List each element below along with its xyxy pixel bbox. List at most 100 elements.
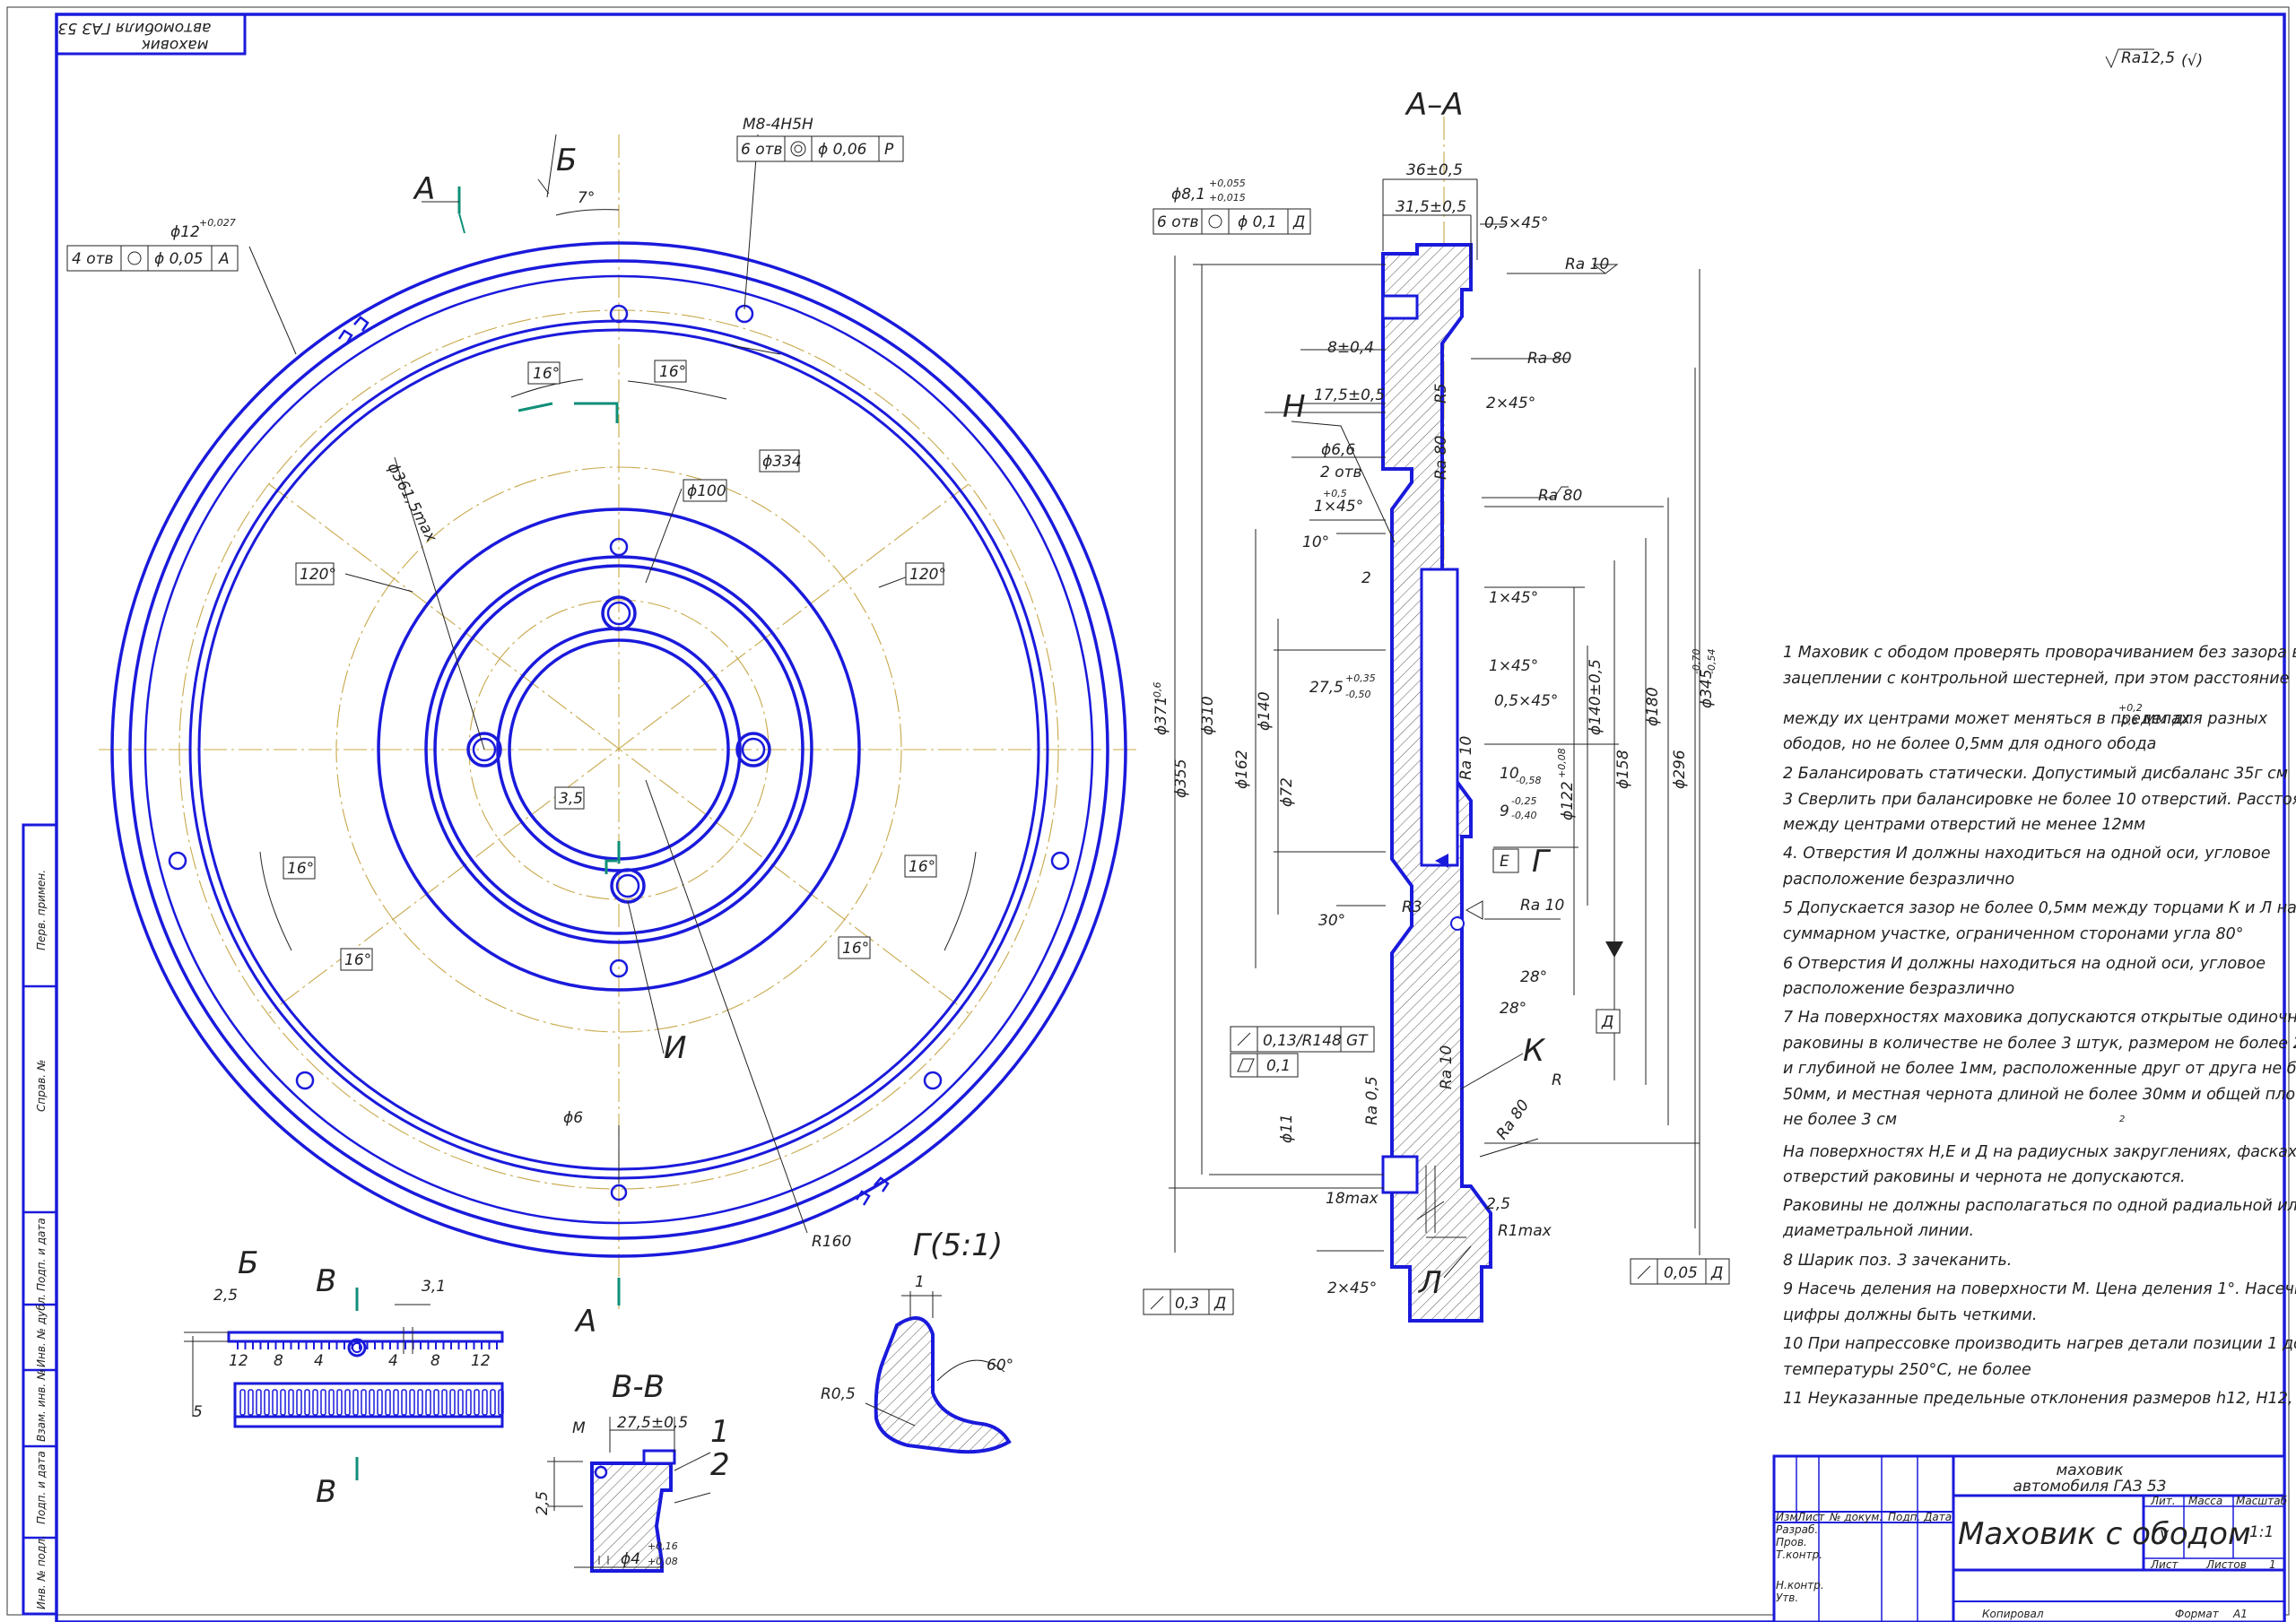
datum-g: Г xyxy=(1532,844,1552,880)
thread-datum: P xyxy=(884,141,894,159)
tb-row-ncontr: Н.контр. xyxy=(1776,1579,1824,1592)
tb-sheets-value: 1 xyxy=(2269,1558,2276,1571)
runout3-datum: Д xyxy=(1710,1264,1723,1282)
callout-holes4: ϕ12 +0,027 4 отв ϕ 0,05 A xyxy=(66,217,239,272)
runout2-datum: Д xyxy=(1213,1295,1226,1313)
view-vv-dim-27-5: 27,5±0,5 xyxy=(617,1414,688,1432)
dim-2x45: 2×45° xyxy=(1486,395,1535,412)
dim-16deg-a: 16° xyxy=(533,365,560,383)
view-vv-item-1: 1 xyxy=(710,1414,730,1450)
dim-28deg-b: 28° xyxy=(1500,1000,1526,1018)
dim-120deg-b: 120° xyxy=(909,566,946,584)
dim-10deg: 10° xyxy=(1302,533,1329,551)
holes6-tol-dn: +0,015 xyxy=(1209,192,1246,204)
tol-1x45: +0,5 xyxy=(1323,488,1347,499)
dim-r160: R160 xyxy=(812,1233,851,1251)
view-g-title: Г(5:1) xyxy=(913,1227,1003,1263)
strip-repl-inv: Взам. инв. № xyxy=(35,1369,48,1442)
dim-d122: ϕ122 xyxy=(1559,781,1577,820)
dim-r3: R3 xyxy=(1402,898,1422,916)
gear-tooth xyxy=(264,1389,270,1416)
holes4-tol: +0,027 xyxy=(199,217,236,229)
view-vv-mark: М xyxy=(572,1419,586,1437)
view-g: Г(5:1) 1 R0,5 60° xyxy=(821,1227,1013,1454)
title-block: маховик автомобиля ГАЗ 53 Маховик с обод… xyxy=(1772,1454,2288,1622)
left-strip: Перв. примен. Справ. № Подп. и дата Инв.… xyxy=(22,823,58,1616)
dim-27-5: 27,5 xyxy=(1309,679,1344,697)
tb-copied: Копировал xyxy=(1982,1608,2044,1620)
dim-d355: ϕ355 xyxy=(1172,759,1190,798)
gear-tooth xyxy=(280,1389,286,1416)
tb-row-check: Пров. xyxy=(1776,1536,1807,1548)
dim-r1max: R1max xyxy=(1498,1222,1552,1240)
gear-tooth xyxy=(336,1389,343,1416)
tb-row-dev: Разраб. xyxy=(1776,1523,1818,1536)
dim-2x45-bottom: 2×45° xyxy=(1327,1279,1377,1297)
tol-9-up: -0,25 xyxy=(1511,795,1536,807)
dim-16deg-c: 16° xyxy=(287,860,314,878)
gear-tooth xyxy=(377,1389,383,1416)
dim-7deg: 7° xyxy=(578,189,595,207)
dim-16deg-e: 16° xyxy=(344,951,371,969)
note-line: 8 Шарик поз. 3 зачеканить. xyxy=(1783,1252,2012,1270)
view-g-dim-1: 1 xyxy=(915,1273,925,1291)
dim-2-holes: 2 отв xyxy=(1320,464,1362,481)
dim-0-5x45: 0,5×45° xyxy=(1484,214,1548,232)
tol-10: -0,58 xyxy=(1516,775,1541,786)
gear-tooth xyxy=(256,1389,262,1416)
section-mark-b: Б xyxy=(556,143,577,178)
strip-sign-date-2: Подп. и дата xyxy=(35,1451,48,1524)
notes-sup: 2 xyxy=(2119,1115,2125,1124)
top-stamp: маховик автомобиля ГАЗ 53 xyxy=(55,13,247,56)
runout2-frame: 0,3 Д xyxy=(1143,1288,1234,1315)
strip-orig-inv: Инв. № подл. xyxy=(35,1535,48,1609)
dim-1x45: 1×45° xyxy=(1314,498,1363,516)
gear-tooth xyxy=(288,1389,294,1416)
gear-tooth xyxy=(433,1389,439,1416)
holes4-qty: 4 отв xyxy=(72,250,114,268)
roughness-general-suffix: (√) xyxy=(2181,52,2203,70)
dim-2: 2 xyxy=(1361,569,1371,587)
holes6-tol-up: +0,055 xyxy=(1209,178,1246,189)
flatness-value: 0,1 xyxy=(1266,1057,1291,1075)
dim-16deg-b: 16° xyxy=(659,363,686,381)
tb-lit-value: у xyxy=(2159,1525,2170,1543)
gear-tooth xyxy=(272,1389,278,1416)
ra-80-vertical: Ra 80 xyxy=(1432,436,1450,480)
note-line: между их центрами может меняться в преде… xyxy=(1783,710,2191,728)
note-line: 5 Допускается зазор не более 0,5мм между… xyxy=(1783,899,2296,917)
tol-d345-up: -0,70 xyxy=(1691,649,1702,674)
thread-pos-tol: ϕ 0,06 xyxy=(818,141,867,159)
dim-d72: ϕ72 xyxy=(1278,777,1296,807)
ra-10-mid: Ra 10 xyxy=(1520,897,1564,915)
note-line: 3 Сверлить при балансировке не более 10 … xyxy=(1783,791,2296,809)
gear-tooth xyxy=(369,1389,375,1416)
note-line: раковины в количестве не более 3 штук, р… xyxy=(1782,1035,2296,1053)
tb-col-mass: Масса xyxy=(2188,1495,2222,1507)
ra-80-b: Ra 80 xyxy=(1538,487,1582,505)
top-stamp-line1: маховик xyxy=(141,36,209,54)
note-line: расположение безразлично xyxy=(1782,980,2014,998)
gear-tooth xyxy=(320,1389,326,1416)
view-vv-title: В-В xyxy=(612,1369,665,1405)
tb-format: Формат xyxy=(2175,1608,2220,1620)
view-vv: В-В М 27,5±0,5 2,5 ϕ4 +0,16 +0,08 1 2 xyxy=(534,1369,730,1573)
note-line: не более 3 см xyxy=(1783,1111,1897,1129)
ra-0-5-vertical: Ra 0,5 xyxy=(1363,1076,1381,1125)
dim-d158: ϕ158 xyxy=(1614,750,1632,789)
tb-row-list: Лист xyxy=(1796,1511,1825,1523)
tb-sheet-label: Лист xyxy=(2150,1558,2179,1571)
dim-d371: ϕ371 xyxy=(1152,696,1170,735)
dim-d180: ϕ180 xyxy=(1644,687,1662,726)
roughness-general-value: Ra12,5 xyxy=(2121,49,2175,67)
holes6-diameter: ϕ8,1 xyxy=(1171,186,1205,204)
holes4-diameter: ϕ12 xyxy=(170,223,200,241)
gear-tooth xyxy=(344,1389,351,1416)
dim-d6: ϕ6 xyxy=(563,1109,583,1127)
dim-d100: ϕ100 xyxy=(687,482,726,500)
note-line: 2 Балансировать статически. Допустимый д… xyxy=(1783,765,2288,783)
inner-frame xyxy=(55,13,2286,1622)
runout1-datum: GT xyxy=(1346,1032,1369,1050)
note-line: 1 Маховик с ободом проверять проворачива… xyxy=(1783,644,2296,662)
